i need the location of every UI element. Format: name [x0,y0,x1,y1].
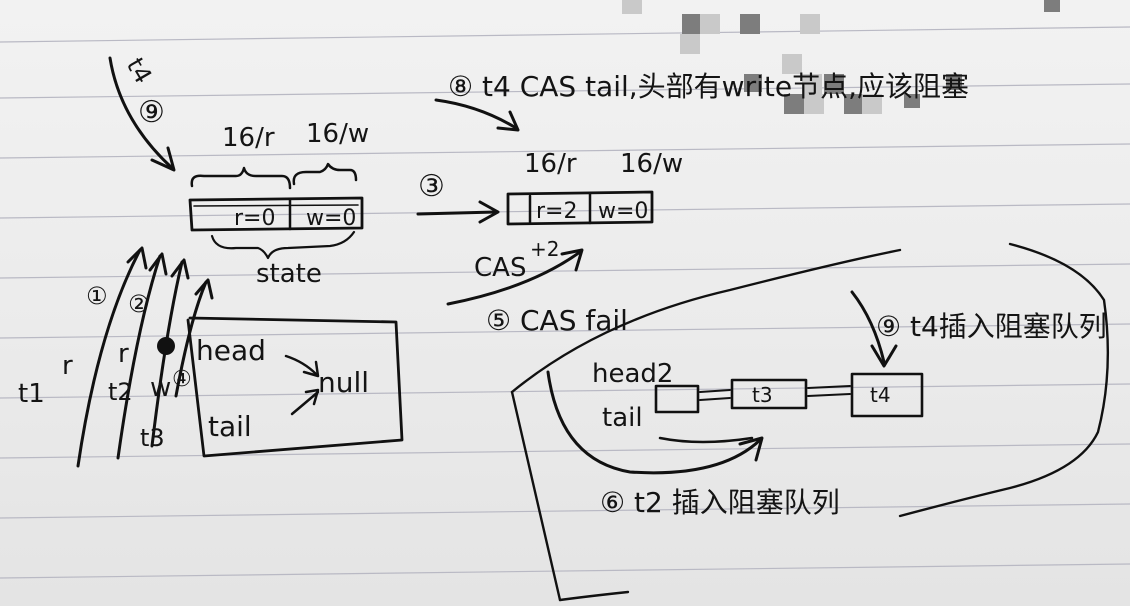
head-null-arrowhead [302,360,320,378]
tail-label-right: tail [602,403,643,433]
redacted-pixels [622,0,1060,114]
step3-arrow [416,210,498,216]
ruled-lines [0,26,1130,579]
step9-right-text: ⑨ t4插入阻塞队列 [876,310,1107,343]
step9-right-arrowhead [870,344,898,368]
step9-marker: ⑨ [138,95,165,130]
cas-plus2-label: CAS [474,253,526,283]
w-value-right: w=0 [598,199,648,224]
step5-text: ⑤ CAS fail [486,304,628,337]
state-box-left [188,196,364,232]
state-box-right [506,190,654,226]
step8-text: ⑧ t4 CAS tail,头部有write节点,应该阻塞 [448,70,969,103]
half-r-label-left: 16/r [222,123,275,153]
half-r-label-right: 16/r [524,149,577,179]
boundary-left [510,390,562,602]
t4-label: t4 [121,53,158,88]
filled-step-dot [157,337,175,355]
half-w-label-left: 16/w [306,119,369,149]
link-1 [699,389,731,401]
queue-node-t3 [730,378,808,410]
boundary-top-1 [510,248,902,394]
queue-node-empty [654,384,700,414]
r-value-right: r=2 [536,199,577,224]
null-label: null [318,366,369,399]
boundary-bottom [558,590,630,602]
t4-arrow [108,56,174,170]
state-label: state [256,259,322,289]
r-value-left: r=0 [234,206,275,231]
r-t2-label: r [118,339,129,369]
queue-node-t4-label: t4 [870,383,891,407]
half-w-label-right: 16/w [620,149,683,179]
head2-label: head2 [592,359,673,389]
tail-null-arrowhead [304,388,320,406]
step9-right-arrow [850,290,886,364]
cas-arrow [446,250,582,306]
w-value-left: w=0 [306,206,356,231]
step1-marker: ① [86,282,108,310]
queue-node-t4 [850,372,924,418]
boundary-right [898,242,1110,518]
head-null-arrow [284,354,318,376]
step2-marker: ② [128,290,150,318]
step8-arrowhead [496,110,520,132]
t1-label: t1 [18,379,45,409]
r-t1-label: r [62,351,73,381]
link-2 [807,385,851,397]
queue-node-t3-label: t3 [752,383,773,407]
step6-arrow [546,370,762,475]
state-underbrace [210,230,356,260]
step3-arrowhead [478,200,500,224]
cas-plus2-sup: +2 [530,237,559,261]
step4-marker: ④ [172,367,192,392]
brace-w-left [292,162,358,186]
step6-arrowhead [738,436,764,462]
w-t3-label: w [150,373,171,403]
queue-box-left [186,316,404,458]
t4-arrowhead [150,146,176,172]
tail-to-t3-arrow [658,436,754,444]
t3-label: t3 [140,424,165,452]
step3-marker: ③ [418,169,445,204]
t2-label: t2 [108,378,133,406]
head-label-left: head [196,334,266,367]
step6-text: ⑥ t2 插入阻塞队列 [600,486,840,519]
cas-arrowhead [560,248,584,272]
step8-arrow [434,98,518,130]
brace-r-left [190,166,292,190]
tail-label-left: tail [208,410,252,443]
